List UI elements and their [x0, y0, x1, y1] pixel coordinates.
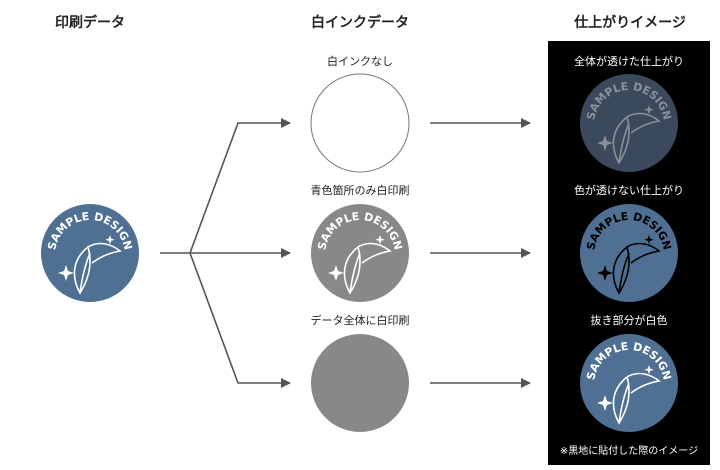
sparkle-icon — [597, 135, 613, 151]
finish-option-white-cutout-label: 抜き部分が白色 — [590, 314, 668, 327]
sparkle-icon — [644, 365, 654, 375]
sparkle-icon — [328, 265, 344, 281]
leaf-icon — [612, 372, 661, 425]
sparkle-icon — [597, 395, 613, 411]
sparkle-icon — [375, 235, 385, 245]
leaf-icon — [612, 242, 661, 295]
white-ink-option-full-label: データ全体に白印刷 — [310, 314, 410, 327]
finish-option-opaque-label: 色が透けない仕上がり — [574, 184, 684, 197]
finish-translucent-badge: SAMPLE DESIGN — [580, 74, 678, 172]
branch-arrow-bottom — [189, 252, 291, 388]
white-ink-blue-only-badge: SAMPLE DESIGN — [311, 204, 409, 302]
leaf-icon — [612, 112, 661, 165]
white-ink-none-circle — [310, 73, 410, 173]
sparkle-icon — [105, 235, 115, 245]
white-ink-option-none-label: 白インクなし — [327, 55, 393, 68]
branch-arrow-top — [189, 118, 291, 254]
finish-option-translucent-label: 全体が透けた仕上がり — [574, 55, 684, 68]
white-ink-data-title: 白インクデータ — [311, 15, 409, 31]
finish-image-title: 仕上がりイメージ — [574, 15, 686, 31]
finish-opaque-badge: SAMPLE DESIGN — [580, 204, 678, 302]
leaf-icon — [73, 242, 122, 295]
sparkle-icon — [644, 105, 654, 115]
print-data-title: 印刷データ — [55, 15, 125, 31]
leaf-icon — [343, 242, 392, 295]
print-data-badge: SAMPLE DESIGN — [41, 204, 139, 302]
footnote: ※黒地に貼付した際のイメージ — [559, 446, 699, 457]
sparkle-icon — [644, 235, 654, 245]
white-ink-option-blue-only-label: 青色箇所のみ白印刷 — [310, 184, 410, 197]
sparkle-icon — [58, 265, 74, 281]
sparkle-icon — [597, 265, 613, 281]
finish-white-cutout-badge: SAMPLE DESIGN — [580, 334, 678, 432]
white-ink-full-circle — [311, 334, 409, 432]
